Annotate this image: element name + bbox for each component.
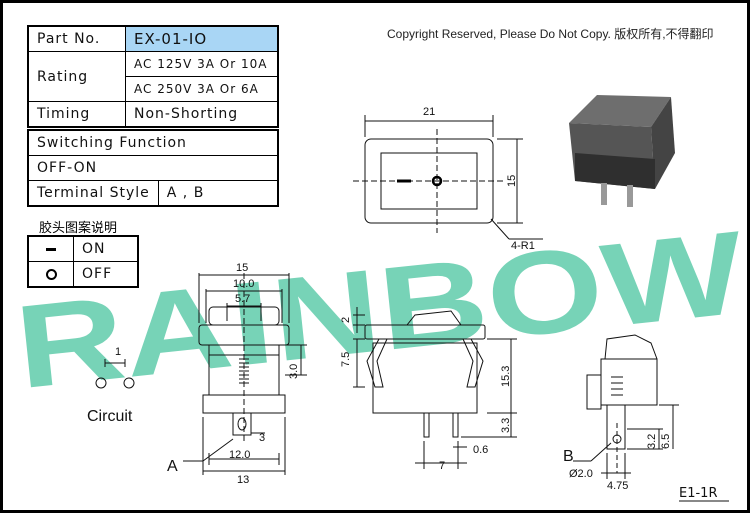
dim-right-h32: 3.2 xyxy=(646,434,658,449)
terminal-style-value: A , B xyxy=(157,180,279,207)
side-view xyxy=(353,307,517,469)
dim-top-width: 21 xyxy=(423,106,435,118)
legend-title: 胶头图案说明 xyxy=(39,221,118,236)
timing-label: Timing xyxy=(27,101,126,128)
circuit-pin-number: 1 xyxy=(115,346,121,358)
right-view xyxy=(573,334,679,479)
dim-right-hole: Ø2.0 xyxy=(569,468,593,480)
dim-front-w12: 12.0 xyxy=(229,449,250,461)
dim-front-terminal: 3 xyxy=(259,432,265,444)
terminal-label-a: A xyxy=(167,458,178,475)
spec-table: Part No. EX-01-IO Rating AC 125V 3A Or 1… xyxy=(27,25,279,128)
timing-value: Non-Shorting xyxy=(125,101,279,128)
dim-right-w475: 4.75 xyxy=(607,480,628,492)
part-no-label: Part No. xyxy=(27,25,126,52)
function-header: Switching Function xyxy=(27,129,279,156)
switch-photo xyxy=(569,95,675,207)
drawing-code: E1-1R xyxy=(679,486,717,501)
copyright-notice: Copyright Reserved, Please Do Not Copy. … xyxy=(387,27,714,41)
off-ring-mark xyxy=(431,175,443,187)
watermark-text: RAINBOW xyxy=(10,207,747,415)
legend-table: ON OFF xyxy=(27,235,139,288)
dim-front-h30: 3.0 xyxy=(288,364,300,379)
ring-icon xyxy=(45,268,57,280)
dim-front-w57: 5.7 xyxy=(235,293,250,305)
circuit-label: Circuit xyxy=(87,408,133,425)
dim-side-h153: 15.3 xyxy=(500,366,512,387)
dim-front-w15: 15 xyxy=(236,262,248,274)
front-view xyxy=(183,273,307,475)
part-no-value: EX-01-IO xyxy=(125,25,279,52)
technical-drawing: RAINBOW 21 15 4-R1 xyxy=(10,95,747,502)
dash-icon xyxy=(46,247,56,251)
dim-corner-radius: 4-R1 xyxy=(511,240,535,252)
dim-side-h33: 3.3 xyxy=(500,418,512,433)
function-table: Switching Function OFF-ON Terminal Style… xyxy=(27,129,279,207)
dim-front-w13: 13 xyxy=(237,474,249,486)
circuit-diagram xyxy=(95,359,135,389)
dim-side-h75: 7.5 xyxy=(340,352,352,367)
function-value: OFF-ON xyxy=(27,155,279,181)
rating-value-2: AC 250V 3A Or 6A xyxy=(125,76,279,102)
terminal-style-label: Terminal Style xyxy=(27,180,159,207)
rating-label: Rating xyxy=(27,51,126,102)
dim-top-height: 15 xyxy=(506,175,518,187)
dim-side-h2: 2 xyxy=(340,317,352,323)
legend-off-label: OFF xyxy=(73,261,139,288)
dim-right-h65: 6.5 xyxy=(660,434,672,449)
top-view xyxy=(353,115,543,240)
dim-front-w10: 10.0 xyxy=(233,278,254,290)
dim-side-w06: 0.6 xyxy=(473,444,488,456)
rating-value-1: AC 125V 3A Or 10A xyxy=(125,51,279,77)
dim-side-w7: 7 xyxy=(439,460,445,472)
terminal-label-b: B xyxy=(563,448,574,465)
